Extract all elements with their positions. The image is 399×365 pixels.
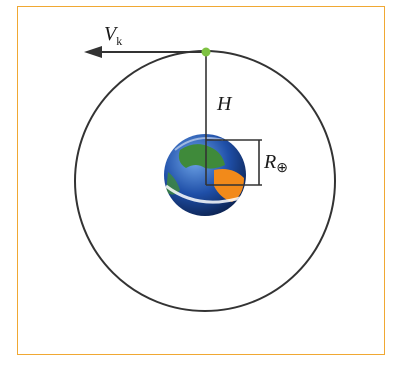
- earth-globe-icon: [164, 134, 246, 216]
- earth-radius-bracket: [206, 139, 262, 186]
- altitude-label: H: [216, 93, 233, 115]
- earth-radius-label: R⊕: [263, 151, 288, 176]
- diagram-frame: [17, 6, 385, 355]
- velocity-label: Vk: [104, 23, 122, 48]
- arrow-left-icon: [84, 46, 206, 58]
- satellite-dot-icon: [201, 47, 211, 57]
